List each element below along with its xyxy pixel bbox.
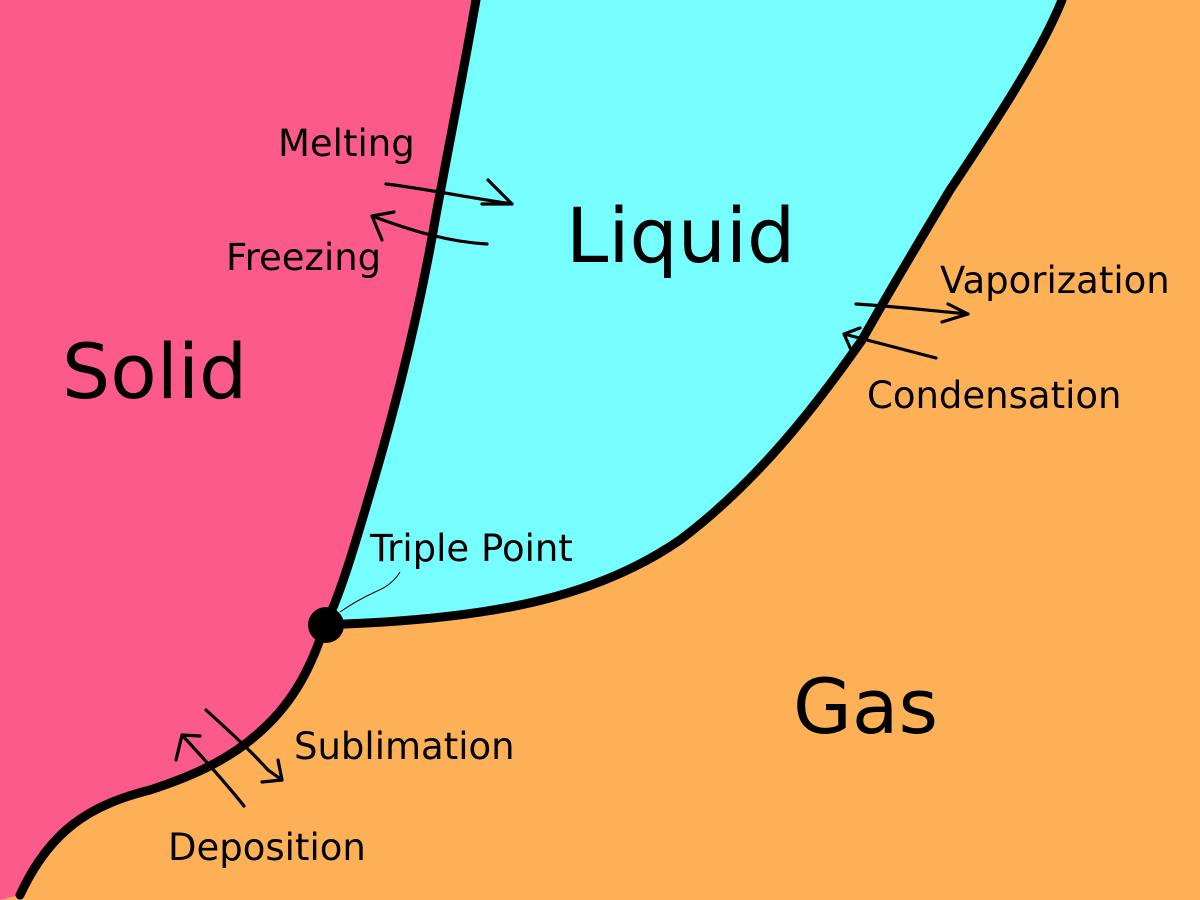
liquid-gas-boundary bbox=[320, 0, 1067, 630]
vaporization-label: Vaporization bbox=[940, 259, 1170, 302]
vaporization-arrow-icon bbox=[854, 302, 970, 324]
liquid-label: Liquid bbox=[566, 191, 795, 280]
deposition-arrow-icon bbox=[174, 733, 246, 808]
triple-point-dot bbox=[308, 607, 344, 643]
gas-label: Gas bbox=[793, 662, 938, 751]
freezing-label: Freezing bbox=[226, 236, 381, 279]
solid-region bbox=[0, 0, 476, 900]
solid-label: Solid bbox=[62, 327, 247, 416]
freezing-arrow-icon bbox=[370, 210, 489, 246]
solid-gas-boundary bbox=[15, 620, 330, 900]
deposition-label: Deposition bbox=[168, 826, 366, 869]
condensation-arrow-icon bbox=[842, 326, 938, 360]
sublimation-label: Sublimation bbox=[294, 725, 515, 768]
solid-liquid-boundary bbox=[320, 0, 481, 630]
melting-arrow-icon bbox=[384, 178, 514, 206]
liquid-region bbox=[325, 0, 1062, 625]
triple-point-leader-icon bbox=[339, 571, 401, 613]
sublimation-arrow-icon bbox=[204, 708, 284, 784]
triple-point-label: Triple Point bbox=[369, 527, 573, 570]
condensation-label: Condensation bbox=[867, 374, 1121, 417]
melting-label: Melting bbox=[278, 122, 415, 165]
